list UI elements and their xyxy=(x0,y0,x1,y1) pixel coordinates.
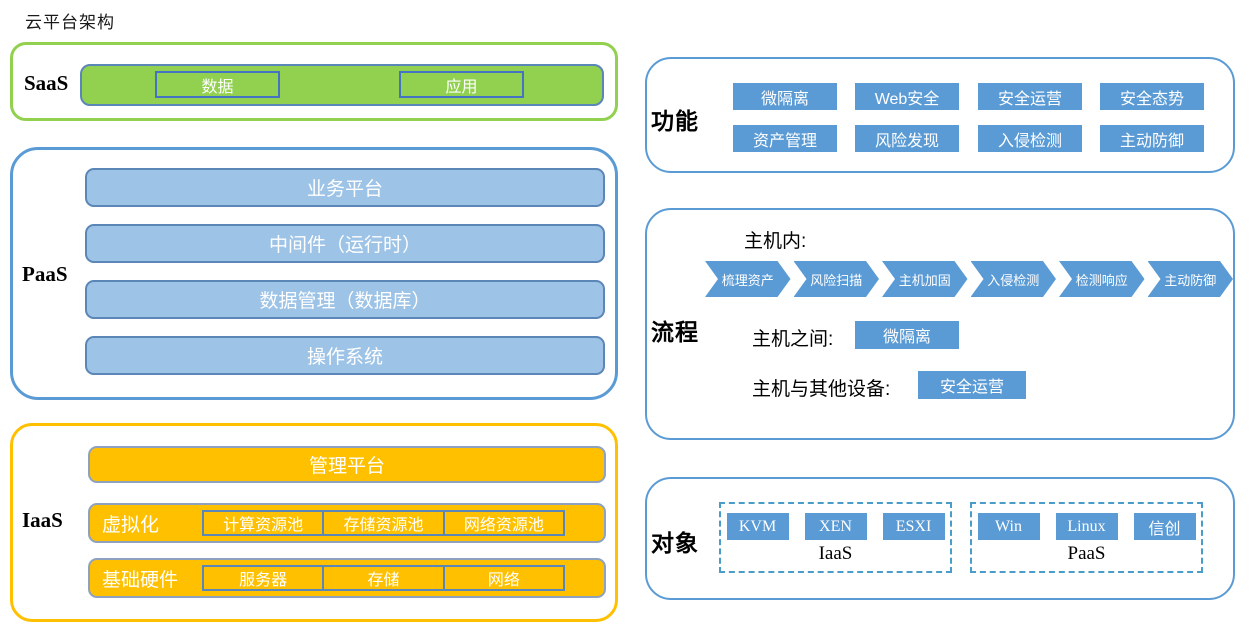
objects-group-iaas: KVM XEN ESXI IaaS xyxy=(719,502,952,573)
hardware-cells: 服务器 存储 网络 xyxy=(202,565,565,591)
functions-panel xyxy=(645,57,1235,173)
function-chip-micro-segmentation: 微隔离 xyxy=(733,83,837,110)
function-chip-security-ops: 安全运营 xyxy=(978,83,1082,110)
virtualization-label: 虚拟化 xyxy=(102,514,160,536)
paas-bar-business: 业务平台 xyxy=(85,168,605,207)
host-between-chip: 微隔离 xyxy=(855,321,959,349)
paas-bar-middleware: 中间件（运行时） xyxy=(85,224,605,263)
host-internal-label: 主机内: xyxy=(744,231,807,252)
iaas-bar-virtualization: 虚拟化 计算资源池 存储资源池 网络资源池 xyxy=(88,503,606,543)
iaas-label: IaaS xyxy=(22,508,63,532)
chevron-step-sort-assets: 梳理资产 xyxy=(705,261,791,297)
function-chip-intrusion-detect: 入侵检测 xyxy=(978,125,1082,152)
object-chip-esxi: ESXI xyxy=(882,513,945,540)
objects-group-paas-caption: PaaS xyxy=(1067,543,1106,564)
cell-server: 服务器 xyxy=(239,572,288,589)
cell-storage-pool: 存储资源池 xyxy=(322,512,442,534)
chevron-step-detect-response: 检测响应 xyxy=(1059,261,1145,297)
saas-item-data: 数据 xyxy=(155,71,280,98)
paas-label: PaaS xyxy=(22,262,68,286)
function-chip-web-security: Web安全 xyxy=(855,83,959,110)
saas-item-app: 应用 xyxy=(399,71,524,98)
virtualization-cells: 计算资源池 存储资源池 网络资源池 xyxy=(202,510,565,536)
hardware-label: 基础硬件 xyxy=(102,569,179,591)
objects-group-paas: Win Linux 信创 PaaS xyxy=(970,502,1203,573)
object-chip-win: Win xyxy=(977,513,1040,540)
cell-network-pool: 网络资源池 xyxy=(442,512,563,534)
host-other-label: 主机与其他设备: xyxy=(752,379,891,400)
chevron-step-intrusion-detect: 入侵检测 xyxy=(971,261,1057,297)
function-chip-asset-management: 资产管理 xyxy=(733,125,837,152)
saas-label: SaaS xyxy=(24,71,69,95)
chevron-step-active-defense: 主动防御 xyxy=(1148,261,1234,297)
iaas-bar-management: 管理平台 xyxy=(88,446,606,483)
process-chevron-flow: 梳理资产 风险扫描 主机加固 入侵检测 检测响应 主动防御 xyxy=(705,261,1233,297)
host-between-label: 主机之间: xyxy=(752,329,834,350)
process-label: 流程 xyxy=(651,319,699,345)
paas-bar-datamgmt: 数据管理（数据库） xyxy=(85,280,605,319)
saas-bar: 数据 应用 xyxy=(80,64,604,106)
diagram-title: 云平台架构 xyxy=(25,13,115,32)
function-chip-active-defense: 主动防御 xyxy=(1100,125,1204,152)
cell-network: 网络 xyxy=(442,567,563,589)
objects-label: 对象 xyxy=(651,530,699,556)
host-other-chip: 安全运营 xyxy=(918,371,1026,399)
chevron-step-host-hardening: 主机加固 xyxy=(882,261,968,297)
chevron-step-risk-scan: 风险扫描 xyxy=(794,261,880,297)
function-chip-security-posture: 安全态势 xyxy=(1100,83,1204,110)
object-chip-xen: XEN xyxy=(804,513,867,540)
cell-compute-pool: 计算资源池 xyxy=(223,517,304,534)
object-chip-linux: Linux xyxy=(1055,513,1118,540)
function-chip-risk-discovery: 风险发现 xyxy=(855,125,959,152)
iaas-bar-hardware: 基础硬件 服务器 存储 网络 xyxy=(88,558,606,598)
paas-bar-os: 操作系统 xyxy=(85,336,605,375)
objects-group-iaas-caption: IaaS xyxy=(818,543,853,564)
object-chip-kvm: KVM xyxy=(726,513,789,540)
functions-label: 功能 xyxy=(651,108,699,134)
cell-storage: 存储 xyxy=(322,567,442,589)
object-chip-xinchuang: 信创 xyxy=(1133,513,1196,540)
